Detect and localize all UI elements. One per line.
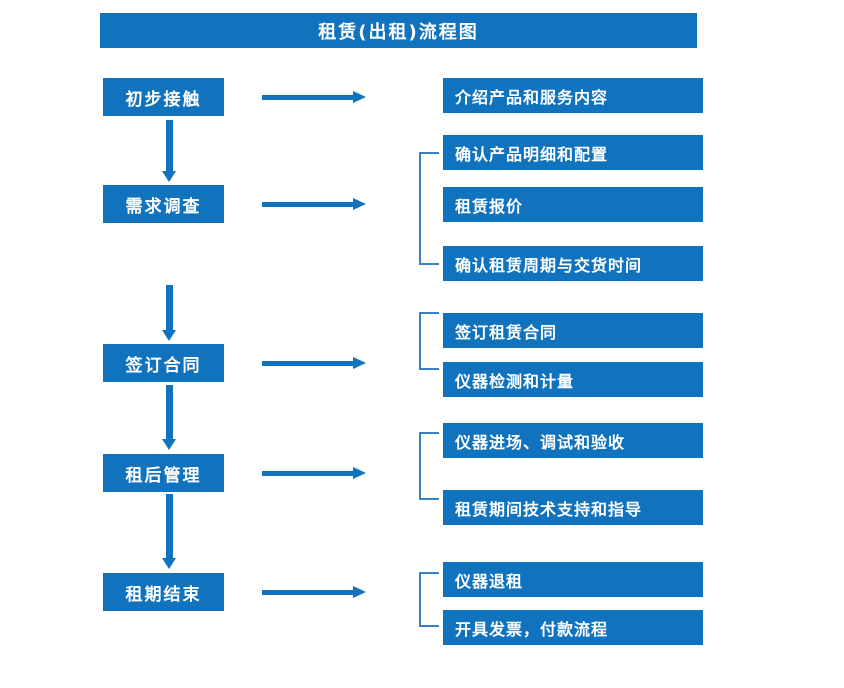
arrow-head — [353, 198, 366, 210]
detail-box-4[interactable]: 确认租赁周期与交货时间 — [443, 246, 703, 281]
arrow-shaft — [166, 494, 173, 558]
right-arrow-stage4 — [262, 463, 366, 483]
arrow-shaft — [262, 361, 354, 366]
right-arrow-stage3 — [262, 353, 366, 373]
down-arrow-stage4-to-stage5 — [159, 494, 179, 569]
stage-box-1[interactable]: 初步接触 — [103, 78, 224, 116]
arrow-shaft — [262, 202, 354, 207]
detail-box-2[interactable]: 确认产品明细和配置 — [443, 135, 703, 170]
detail-box-9[interactable]: 仪器退租 — [443, 562, 703, 597]
arrow-head — [353, 586, 366, 598]
right-arrow-stage5 — [262, 582, 366, 602]
bracket-group-3 — [419, 312, 439, 370]
arrow-shaft — [262, 590, 354, 595]
right-arrow-stage1 — [262, 87, 366, 107]
arrow-head — [353, 357, 366, 369]
down-arrow-stage1-to-stage2 — [159, 120, 179, 182]
chart-title: 租赁(出租)流程图 — [100, 13, 697, 48]
arrow-shaft — [262, 471, 354, 476]
stage-box-3[interactable]: 签订合同 — [103, 344, 224, 382]
detail-box-6[interactable]: 仪器检测和计量 — [443, 362, 703, 397]
bracket-group-2 — [419, 152, 439, 265]
down-arrow-stage2-to-stage3 — [159, 285, 179, 341]
arrow-shaft — [262, 95, 354, 100]
arrow-head — [353, 467, 366, 479]
stage-box-5[interactable]: 租期结束 — [103, 573, 224, 611]
detail-box-10[interactable]: 开具发票，付款流程 — [443, 610, 703, 645]
detail-box-5[interactable]: 签订租赁合同 — [443, 313, 703, 348]
arrow-head — [162, 558, 176, 569]
detail-box-1[interactable]: 介绍产品和服务内容 — [443, 78, 703, 113]
arrow-shaft — [166, 385, 173, 439]
arrow-head — [353, 91, 366, 103]
right-arrow-stage2 — [262, 194, 366, 214]
detail-box-7[interactable]: 仪器进场、调试和验收 — [443, 423, 703, 458]
arrow-head — [162, 330, 176, 341]
arrow-shaft — [166, 120, 173, 171]
stage-box-4[interactable]: 租后管理 — [103, 454, 224, 492]
bracket-group-5 — [419, 572, 439, 627]
stage-box-2[interactable]: 需求调查 — [103, 185, 224, 223]
detail-box-3[interactable]: 租赁报价 — [443, 187, 703, 222]
arrow-head — [162, 439, 176, 450]
arrow-shaft — [166, 285, 173, 330]
detail-box-8[interactable]: 租赁期间技术支持和指导 — [443, 490, 703, 525]
bracket-group-4 — [419, 432, 439, 500]
arrow-head — [162, 171, 176, 182]
down-arrow-stage3-to-stage4 — [159, 385, 179, 450]
